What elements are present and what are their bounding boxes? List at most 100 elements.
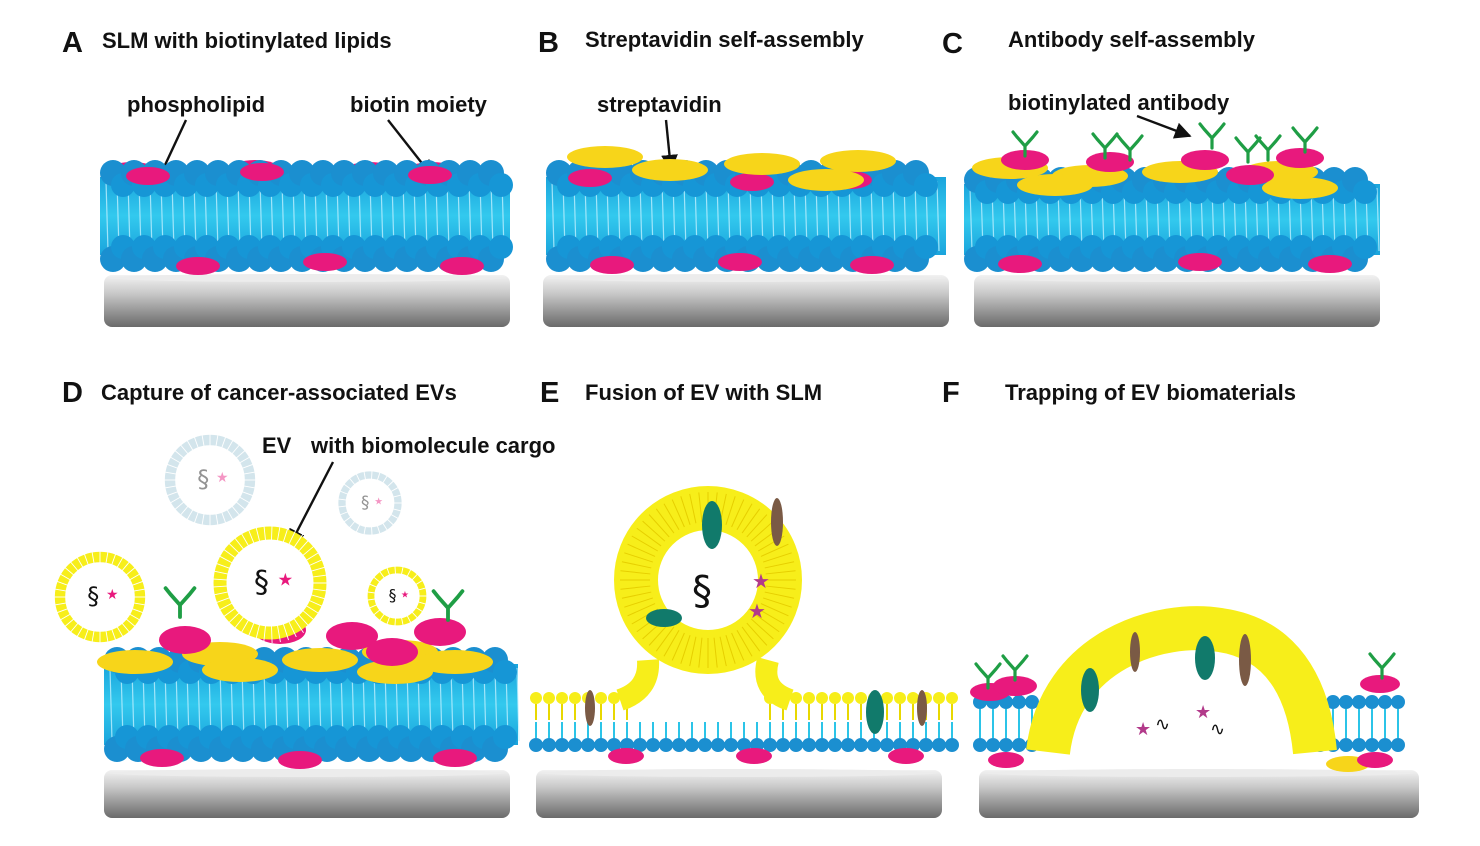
lipid-head: [493, 725, 517, 749]
ev-lipid: [220, 509, 227, 526]
ev-lipid-head: [881, 692, 893, 704]
biotin-moiety: [998, 255, 1042, 273]
ev-lipid: [124, 617, 138, 629]
ev-lipid: [627, 603, 656, 617]
ev-lipid: [52, 602, 69, 606]
rna-cargo-icon: §: [197, 465, 209, 493]
antibody-icon: [163, 586, 197, 619]
panel-d-header: D Capture of cancer-associated EVs: [62, 377, 457, 409]
ev-lipid: [241, 485, 258, 489]
ev-lipid: [225, 507, 235, 522]
ev-lipid: [221, 606, 238, 619]
antibody-shape: [1368, 652, 1396, 680]
ev-lipid: [234, 500, 248, 512]
streptavidin: [417, 650, 493, 674]
biotin-moiety: [568, 169, 612, 187]
lipid-head: [542, 738, 556, 752]
lipid-head: [1391, 695, 1405, 709]
antibody-shape: [1091, 132, 1119, 160]
ev-lipid: [655, 508, 675, 534]
ev-lipid: [105, 628, 109, 645]
antibody-shape: [1001, 654, 1029, 682]
ev-lipid: [247, 527, 256, 547]
protein-cargo-icon: ★: [401, 590, 409, 600]
lipid-head: [914, 173, 938, 197]
membrane-protein: [1195, 636, 1215, 680]
lipid-tail: [683, 180, 687, 252]
panel-f-header: F Trapping of EV biomaterials: [942, 377, 1296, 409]
streptavidin: [724, 153, 800, 175]
lipid-head: [1012, 738, 1026, 752]
ev-label: EV: [262, 433, 292, 458]
lipid-tail: [215, 180, 219, 252]
biotin-moiety: [718, 253, 762, 271]
ev-lipid: [378, 570, 386, 580]
membrane-protein: [646, 609, 682, 627]
ev-lipid: [220, 434, 227, 451]
ev-lipid: [689, 493, 697, 524]
ev-lipid: [760, 603, 789, 617]
ev-lipid: [54, 607, 71, 614]
metal-substrate: [979, 769, 1419, 818]
panel-a-letter: A: [62, 27, 83, 59]
ev-lipid: [680, 635, 691, 664]
lipid-tail: [914, 180, 918, 252]
biotin-moiety: [1276, 148, 1324, 168]
substrate-body: [979, 770, 1419, 818]
ev-lipid: [110, 551, 117, 568]
ev-lipid: [164, 463, 181, 470]
fused-ev-arch: ★★∿∿: [1026, 606, 1337, 756]
lipid-tail: [516, 667, 520, 742]
ev-lipid-head: [894, 692, 906, 704]
metal-substrate: [104, 769, 510, 818]
biotin-moiety: [888, 748, 924, 764]
ev-lipid: [416, 587, 428, 591]
ev-lipid: [342, 515, 353, 524]
ev-lipid: [83, 626, 90, 643]
ev-lipid: [386, 518, 395, 527]
substrate-body: [536, 770, 942, 818]
ev-lipid: [741, 626, 761, 652]
ev-lipid-head: [556, 692, 568, 704]
ev-lipid: [410, 610, 419, 620]
ev-lipid: [239, 490, 256, 497]
biotin-moiety: [1086, 152, 1134, 172]
lipid-head: [1025, 695, 1039, 709]
ev-lipid-head: [569, 692, 581, 704]
ev-lipid: [62, 565, 76, 577]
ev-lipid: [255, 524, 261, 545]
ev-lipid: [129, 607, 146, 614]
ev-lipid: [624, 552, 653, 563]
lipid-head: [1378, 695, 1392, 709]
ev-free-1: §★: [162, 432, 258, 528]
ev-lipid: [115, 555, 125, 570]
lipid-head: [659, 738, 673, 752]
ev-lipid: [239, 617, 251, 636]
ev-lipid: [263, 523, 267, 544]
biomolecule-cargo-label: with biomolecule cargo: [310, 433, 555, 458]
lipid-head: [737, 738, 751, 752]
biotin-moiety: [240, 163, 284, 181]
metal-substrate: [536, 769, 942, 818]
lipid-head: [914, 235, 938, 259]
ev-membrane: [54, 551, 146, 643]
lipid-head: [1339, 695, 1353, 709]
ev-lipid: [400, 616, 404, 627]
antibody-icon: [1001, 654, 1029, 682]
rna-cargo-icon: ∿: [1155, 714, 1170, 735]
ev-lipid: [306, 558, 325, 568]
lipid-head: [1365, 695, 1379, 709]
ev-lipid: [105, 549, 109, 566]
ev-lipid: [731, 632, 745, 661]
ev-lipid: [731, 499, 745, 528]
ev-lipid: [237, 495, 252, 505]
ev-membrane: [164, 434, 256, 526]
ev-lipid: [363, 524, 367, 537]
ev-lipid: [110, 626, 117, 643]
ev-lipid: [338, 510, 350, 516]
substrate-top-edge: [540, 769, 938, 777]
ev-lipid: [75, 555, 85, 570]
ev-lipid: [127, 612, 142, 622]
streptavidin-label: streptavidin: [597, 92, 722, 117]
